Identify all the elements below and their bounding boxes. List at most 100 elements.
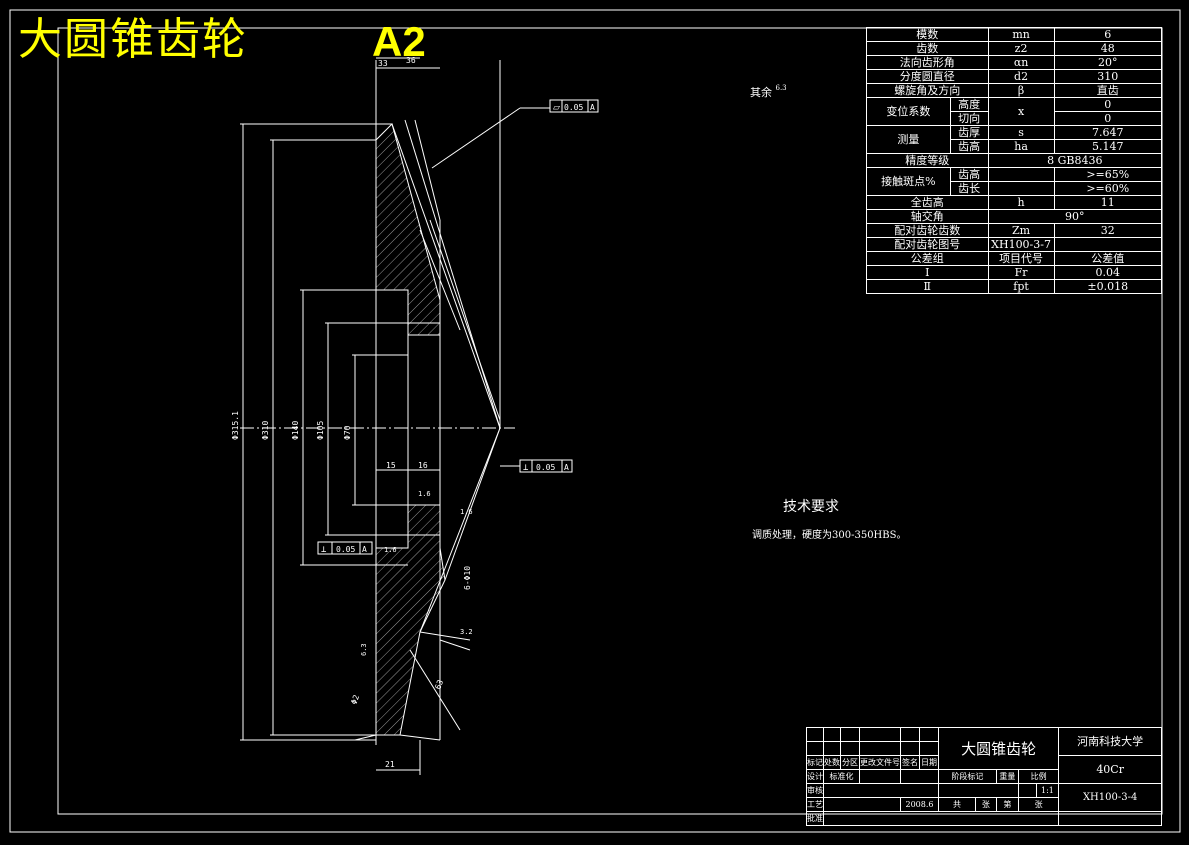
param-name: 齿数	[866, 41, 989, 56]
param-name: 测量	[866, 125, 951, 154]
tb-scale: 1:1	[1035, 783, 1060, 798]
tb-label-approve: 批准	[806, 811, 824, 826]
tb-label-count: 处数	[823, 755, 841, 770]
tb-label-scale: 比例	[1017, 769, 1060, 784]
tb-label-sheet: 张	[1017, 797, 1060, 812]
tb-part-name: 大圆锥齿轮	[937, 727, 1060, 770]
param-name: 精度等级	[866, 153, 989, 168]
param-name: 变位系数	[866, 97, 951, 126]
rough-16-a: 1.6	[418, 490, 431, 498]
param-symbol: Fr	[987, 265, 1055, 280]
param-symbol: Zm	[987, 223, 1055, 238]
datum-label-right: A	[564, 463, 569, 472]
tb-label-mark: 标记	[806, 755, 824, 770]
param-value: 6	[1053, 27, 1163, 42]
tb-drawing-no: XH100-3-4	[1058, 783, 1162, 812]
param-sub: 齿长	[949, 181, 989, 196]
tech-requirements-title: 技术要求	[783, 499, 839, 515]
tol-perp-right: 0.05	[536, 463, 555, 472]
param-sub: 齿高	[949, 167, 989, 182]
tb-label-date: 日期	[919, 755, 939, 770]
tb-label-sheets: 张	[974, 797, 997, 812]
param-value: 90°	[987, 209, 1163, 224]
param-value: 直齿	[1053, 83, 1163, 98]
dim-angle: Φ2	[349, 693, 361, 705]
tb-label-weight: 重量	[995, 769, 1019, 784]
dim-face-63: 63	[433, 678, 445, 690]
tb-label-standard: 标准化	[823, 769, 860, 784]
tol-perp-left: 0.05	[336, 545, 355, 554]
param-value: 8 GB8436	[987, 153, 1163, 168]
tolerance-frame-left: ⊥ 0.05 A	[317, 541, 373, 555]
dim-d-bore: Φ70	[343, 425, 352, 440]
param-symbol: z2	[987, 41, 1055, 56]
dim-w-top: 33	[378, 59, 388, 68]
rough-16-c: 1.6	[384, 546, 397, 554]
param-sub: 切向	[949, 111, 989, 126]
datum-label-left: A	[362, 545, 367, 554]
param-value: 20°	[1053, 55, 1163, 70]
param-name: 全齿高	[866, 195, 989, 210]
param-symbol: αn	[987, 55, 1055, 70]
param-symbol: mn	[987, 27, 1055, 42]
rough-63-side: 6.3	[360, 643, 368, 656]
rough-32: 3.2	[460, 628, 473, 636]
param-value: 48	[1053, 41, 1163, 56]
surface-note-label: 其余	[750, 86, 772, 99]
dim-d-hub: Φ140	[291, 421, 300, 440]
param-name: 螺旋角及方向	[866, 83, 989, 98]
param-name: 配对齿轮齿数	[866, 223, 989, 238]
dim-16: 16	[418, 461, 428, 470]
tb-label-review: 审核	[806, 783, 824, 798]
param-value: 7.647	[1053, 125, 1163, 140]
param-value: 公差值	[1053, 251, 1163, 266]
surface-note-value: 6.3	[775, 84, 787, 92]
tb-label-sign: 签名	[900, 755, 920, 770]
tb-label-zone: 分区	[840, 755, 860, 770]
tb-school: 河南科技大学	[1058, 727, 1162, 756]
dim-keyway: 6-Φ10	[463, 566, 472, 590]
param-name: 分度圆直径	[866, 69, 989, 84]
svg-text:⊥: ⊥	[523, 463, 529, 473]
dim-d-pitch: Φ310	[261, 421, 270, 440]
gear-section	[240, 57, 550, 775]
param-row: 接触斑点%齿高>=65%	[866, 167, 1163, 196]
rough-16-b: 1.6	[460, 508, 473, 516]
tb-label-stage: 阶段标记	[938, 769, 997, 784]
param-value: 0.04	[1053, 265, 1163, 280]
tb-label-total: 共	[938, 797, 976, 812]
param-name: 公差组	[866, 251, 989, 266]
param-value: 11	[1053, 195, 1163, 210]
param-row: 齿长>=60%	[867, 181, 1163, 196]
param-name: 法向齿形角	[866, 55, 989, 70]
param-value	[1053, 237, 1163, 252]
param-value: 32	[1053, 223, 1163, 238]
dim-d-tip: Φ315.1	[231, 411, 240, 440]
param-symbol: h	[987, 195, 1055, 210]
tb-label-change: 更改文件号	[859, 755, 901, 770]
param-symbol: x	[987, 97, 1055, 126]
param-sub: 齿高	[949, 139, 989, 154]
dim-w-top2: 36	[406, 56, 416, 65]
param-value: 310	[1053, 69, 1163, 84]
outer-border	[9, 9, 1181, 833]
sheet-size-label: A2	[372, 18, 426, 65]
datum-label: A	[590, 103, 595, 112]
svg-text:⊥: ⊥	[321, 545, 327, 555]
tb-material: 40Cr	[1058, 755, 1162, 784]
param-name: 轴交角	[866, 209, 989, 224]
title-block: 大圆锥齿轮 河南科技大学 标记 处数 分区 更改文件号 签名 日期 40Cr 设…	[806, 727, 1162, 826]
param-symbol: fpt	[987, 279, 1055, 294]
